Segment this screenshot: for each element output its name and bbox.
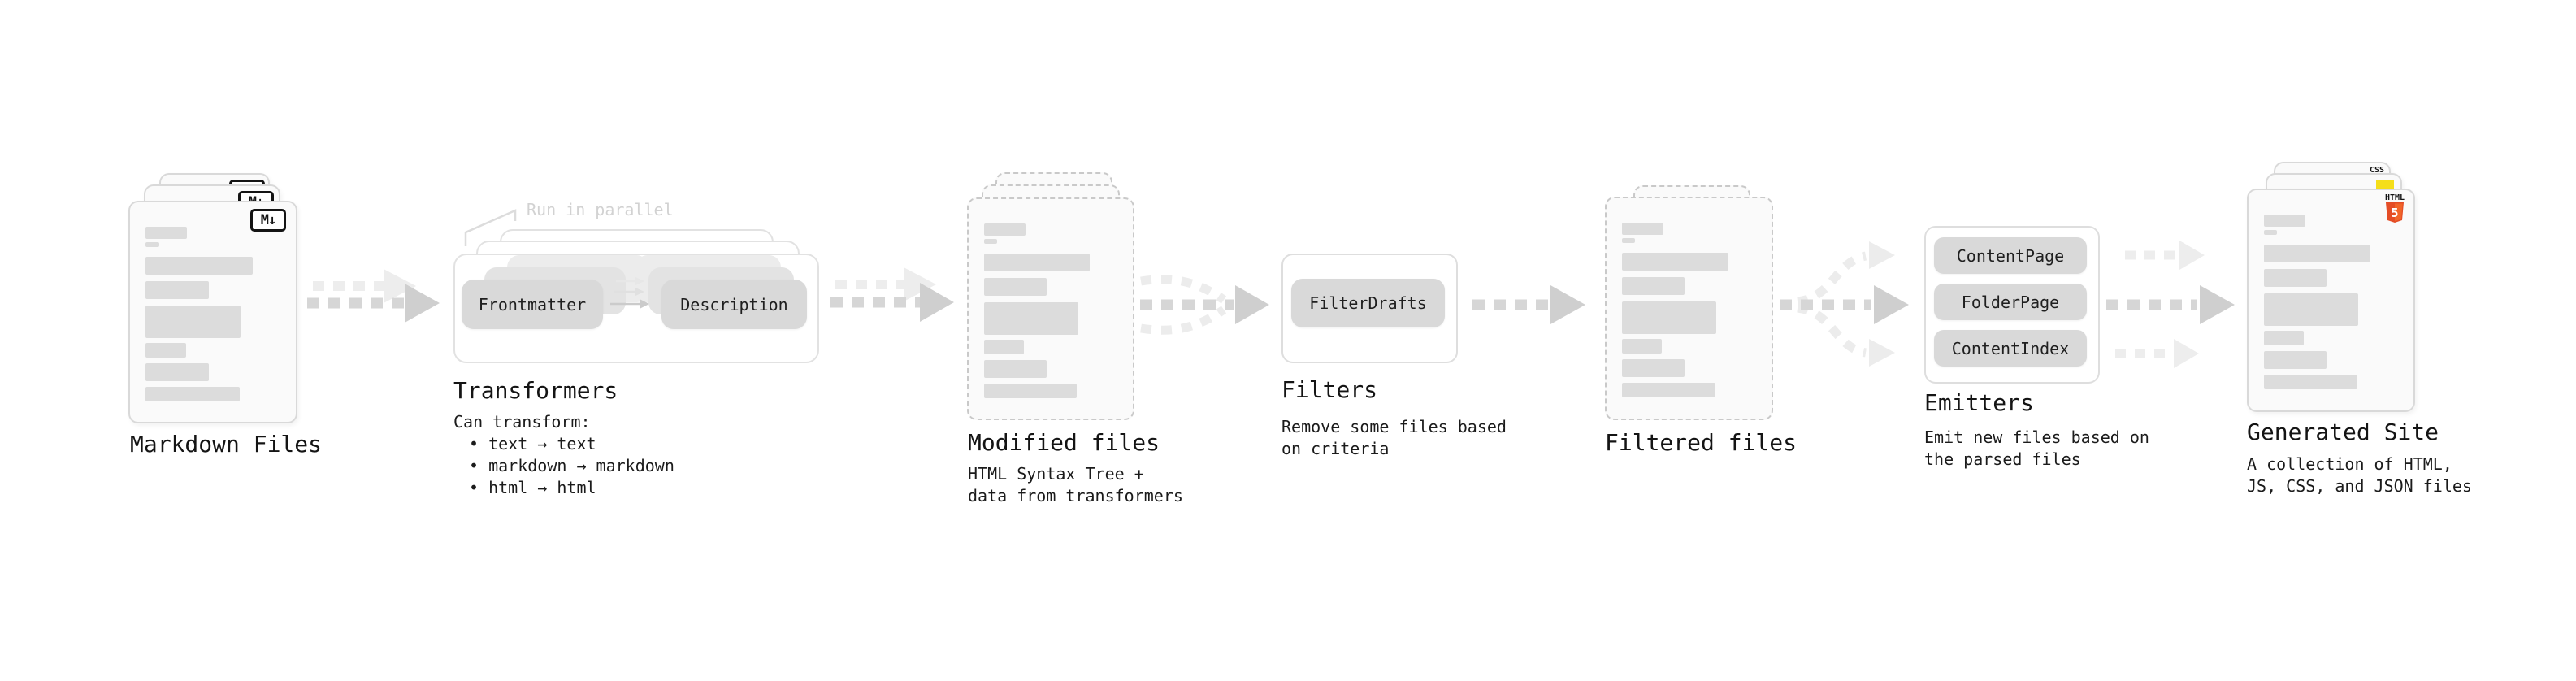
run-in-parallel-leader-line xyxy=(464,209,517,246)
document-skeleton xyxy=(2264,190,2397,389)
skeleton-bar xyxy=(984,360,1047,378)
skeleton-bar xyxy=(984,239,998,244)
skeleton-bar xyxy=(2264,293,2359,326)
skeleton-bar xyxy=(2264,215,2305,227)
emitters-label: Emitters xyxy=(1924,389,2034,416)
arrow-filtered-to-emitters xyxy=(1780,241,1909,367)
skeleton-bar xyxy=(984,278,1047,296)
transformers-label: Transformers xyxy=(453,377,618,404)
generated-site-label: Generated Site xyxy=(2247,419,2439,445)
skeleton-bar xyxy=(1622,277,1685,295)
skeleton-bar xyxy=(2264,375,2357,389)
skeleton-bar xyxy=(1622,339,1663,354)
skeleton-bar xyxy=(145,281,209,299)
skeleton-bar xyxy=(145,227,188,239)
filters-label: Filters xyxy=(1281,376,1378,403)
transformers-description-title: Can transform: xyxy=(453,412,591,432)
skeleton-bar xyxy=(2264,245,2371,262)
skeleton-bar xyxy=(1622,238,1636,243)
skeleton-bar xyxy=(984,302,1078,335)
contentpage-node: ContentPage xyxy=(1934,237,2087,274)
transformers-bullet: • html → html xyxy=(469,478,596,497)
modified-files-description: HTML Syntax Tree + xyxy=(968,464,1144,484)
modified-files-label: Modified files xyxy=(968,429,1160,456)
emitters-description: Emit new files based on xyxy=(1924,427,2149,447)
skeleton-bar xyxy=(145,363,209,381)
skeleton-bar xyxy=(145,306,241,338)
filtered-files-label: Filtered files xyxy=(1605,429,1798,456)
skeleton-bar xyxy=(984,223,1026,236)
generated-site-description: JS, CSS, and JSON files xyxy=(2247,476,2472,496)
arrow-transformers-to-modified xyxy=(830,267,954,322)
document-skeleton xyxy=(1622,198,1755,397)
skeleton-bar xyxy=(2264,351,2327,369)
markdown-files-label: Markdown Files xyxy=(130,431,323,458)
skeleton-bar xyxy=(145,387,240,401)
skeleton-bar xyxy=(1622,301,1717,334)
skeleton-bar xyxy=(984,340,1024,354)
skeleton-bar xyxy=(145,242,159,247)
frontmatter-node: Frontmatter xyxy=(462,280,603,329)
skeleton-bar xyxy=(2264,269,2327,287)
skeleton-bar xyxy=(145,343,186,358)
document-skeleton xyxy=(145,202,280,401)
transformers-bullet: • markdown → markdown xyxy=(469,456,674,475)
filters-description: on criteria xyxy=(1281,439,1390,458)
skeleton-bar xyxy=(2264,230,2278,235)
skeleton-bar xyxy=(984,254,1091,271)
transformers-bullet: • text → text xyxy=(469,434,596,453)
emitters-description: the parsed files xyxy=(1924,449,2081,469)
modified-file-card-front xyxy=(967,197,1134,420)
arrow-markdown-to-transformers xyxy=(307,269,440,323)
arrow-modified-to-filters xyxy=(1140,275,1269,335)
generated-site-description: A collection of HTML, xyxy=(2247,454,2452,474)
skeleton-bar xyxy=(2264,331,2305,345)
generated-file-card-front: HTML 5 xyxy=(2247,189,2415,412)
contentindex-node: ContentIndex xyxy=(1934,330,2087,367)
skeleton-bar xyxy=(984,384,1078,398)
parallel-arrows-icon xyxy=(610,277,649,309)
filtered-file-card-front xyxy=(1605,197,1773,420)
filters-description: Remove some files based xyxy=(1281,417,1507,436)
run-in-parallel-note: Run in parallel xyxy=(527,200,674,219)
description-node: Description xyxy=(661,280,807,329)
skeleton-bar xyxy=(1622,359,1685,377)
js-icon xyxy=(2376,180,2394,191)
skeleton-bar xyxy=(1622,253,1729,271)
svg-text:5: 5 xyxy=(2391,206,2398,220)
html5-icon: HTML 5 xyxy=(2384,193,2405,224)
arrow-emitters-to-generated xyxy=(2106,241,2235,368)
document-skeleton xyxy=(984,199,1117,398)
folderpage-node: FolderPage xyxy=(1934,284,2087,320)
skeleton-bar xyxy=(1622,223,1663,235)
filterdrafts-node: FilterDrafts xyxy=(1291,279,1445,327)
skeleton-bar xyxy=(145,257,253,275)
arrow-filters-to-filtered xyxy=(1472,285,1585,324)
markdown-file-card-front: M↓ xyxy=(128,201,297,423)
modified-files-description: data from transformers xyxy=(968,486,1183,505)
skeleton-bar xyxy=(1622,383,1715,397)
markdown-icon: M↓ xyxy=(250,209,286,232)
